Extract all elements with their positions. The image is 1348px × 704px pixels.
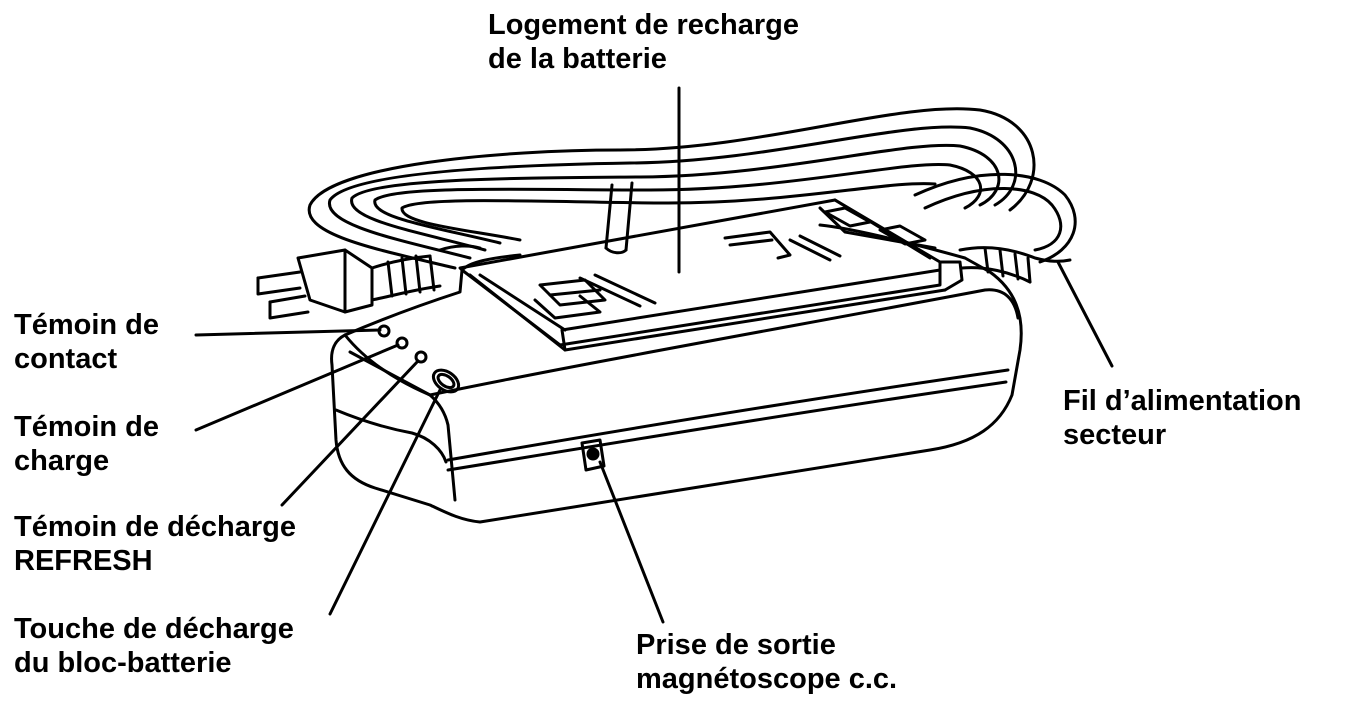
label-dc-output-jack: Prise de sortie magnétoscope c.c. xyxy=(636,628,897,696)
power-cord-loops xyxy=(307,107,1077,270)
label-battery-slot-line2: de la batterie xyxy=(488,43,667,75)
leader-refresh xyxy=(280,359,420,507)
label-refresh-indicator: Témoin de décharge REFRESH xyxy=(14,510,296,578)
leader-button xyxy=(328,388,442,616)
label-battery-slot-line1: Logement de recharge xyxy=(488,9,800,41)
charge-led-icon xyxy=(395,336,409,350)
label-refresh-line1: Témoin de décharge xyxy=(14,511,297,543)
leader-charge xyxy=(194,343,400,432)
label-button-line1: Touche de décharge xyxy=(14,613,294,645)
leader-lines xyxy=(194,86,1114,624)
discharge-button-shape xyxy=(431,368,461,394)
slot-terminals xyxy=(533,206,937,320)
leader-cord xyxy=(1056,260,1114,368)
leader-dcout xyxy=(598,460,665,624)
label-battery-slot: Logement de recharge de la batterie xyxy=(488,8,799,76)
label-dcout-line1: Prise de sortie xyxy=(636,629,836,661)
label-charge-line1: Témoin de xyxy=(14,411,160,443)
power-plug xyxy=(256,244,482,320)
battery-slot-plate xyxy=(458,198,964,352)
label-cord-line1: Fil d’alimentation xyxy=(1063,385,1302,417)
leader-contact xyxy=(194,328,382,337)
label-cord-line2: secteur xyxy=(1063,419,1167,451)
cord-strain-relief-right xyxy=(958,246,1072,284)
label-charge-line2: charge xyxy=(14,445,110,477)
label-dcout-line2: magnétoscope c.c. xyxy=(636,663,898,695)
label-contact-line1: Témoin de xyxy=(14,309,160,341)
indicator-leds xyxy=(377,324,428,364)
refresh-led-icon xyxy=(414,350,428,364)
label-button-line2: du bloc-batterie xyxy=(14,647,232,679)
label-contact-line2: contact xyxy=(14,343,118,375)
label-discharge-button: Touche de décharge du bloc-batterie xyxy=(14,612,294,680)
dc-output-jack xyxy=(580,438,606,472)
label-contact-indicator: Témoin de contact xyxy=(14,308,159,376)
label-power-cord: Fil d’alimentation secteur xyxy=(1063,384,1301,452)
label-refresh-line2: REFRESH xyxy=(14,545,153,577)
label-charge-indicator: Témoin de charge xyxy=(14,410,159,478)
charger-body xyxy=(330,223,1023,524)
